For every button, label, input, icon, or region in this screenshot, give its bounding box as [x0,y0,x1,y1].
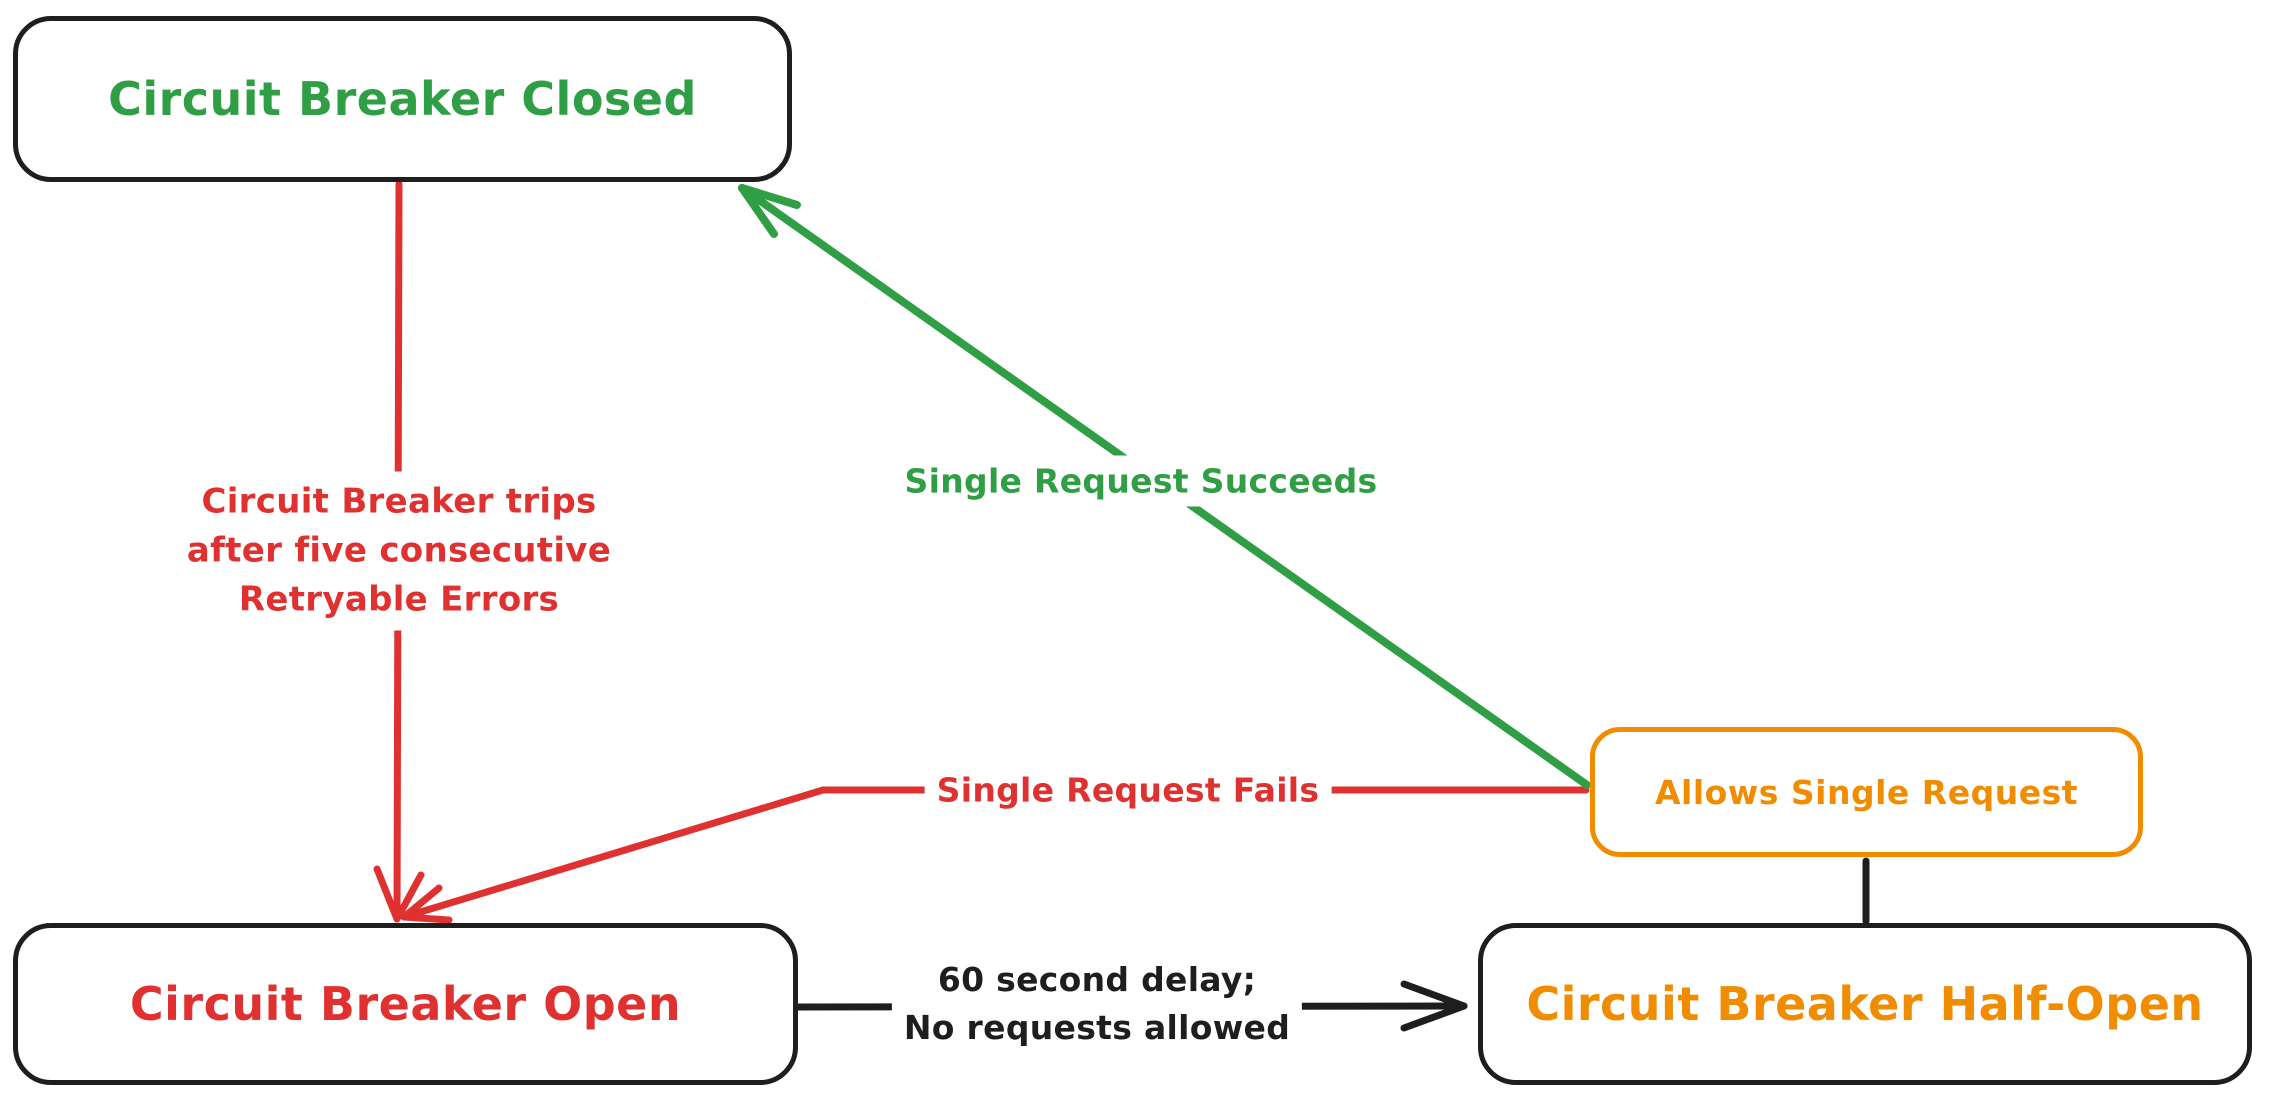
node-circuit-breaker-half-open: Circuit Breaker Half-Open [1478,923,2252,1085]
node-circuit-breaker-half-open-label: Circuit Breaker Half-Open [1526,977,2204,1031]
delay-arrow-label: 60 second delay; No requests allowed [891,950,1303,1058]
node-circuit-breaker-open-label: Circuit Breaker Open [129,977,682,1031]
delay-arrow-label-line-1: 60 second delay; [937,960,1257,999]
node-circuit-breaker-closed: Circuit Breaker Closed [13,16,792,182]
trip-arrow-label-line-1: Circuit Breaker trips [201,481,597,522]
trip-arrow-label-line-3: Retryable Errors [238,579,560,620]
node-circuit-breaker-open: Circuit Breaker Open [13,923,798,1085]
trip-arrow-label-line-2: after five consecutive [186,530,612,571]
trip-arrow-label: Circuit Breaker trips after five consecu… [174,471,624,631]
node-allows-single-request: Allows Single Request [1590,727,2143,857]
single-request-fails-label: Single Request Fails [924,764,1332,816]
node-circuit-breaker-closed-label: Circuit Breaker Closed [108,72,697,126]
single-request-fails-arrow [400,786,1590,924]
single-request-succeeds-label: Single Request Succeeds [892,455,1390,507]
node-allows-single-request-label: Allows Single Request [1654,772,2079,812]
delay-arrow-label-line-2: No requests allowed [903,1008,1291,1047]
